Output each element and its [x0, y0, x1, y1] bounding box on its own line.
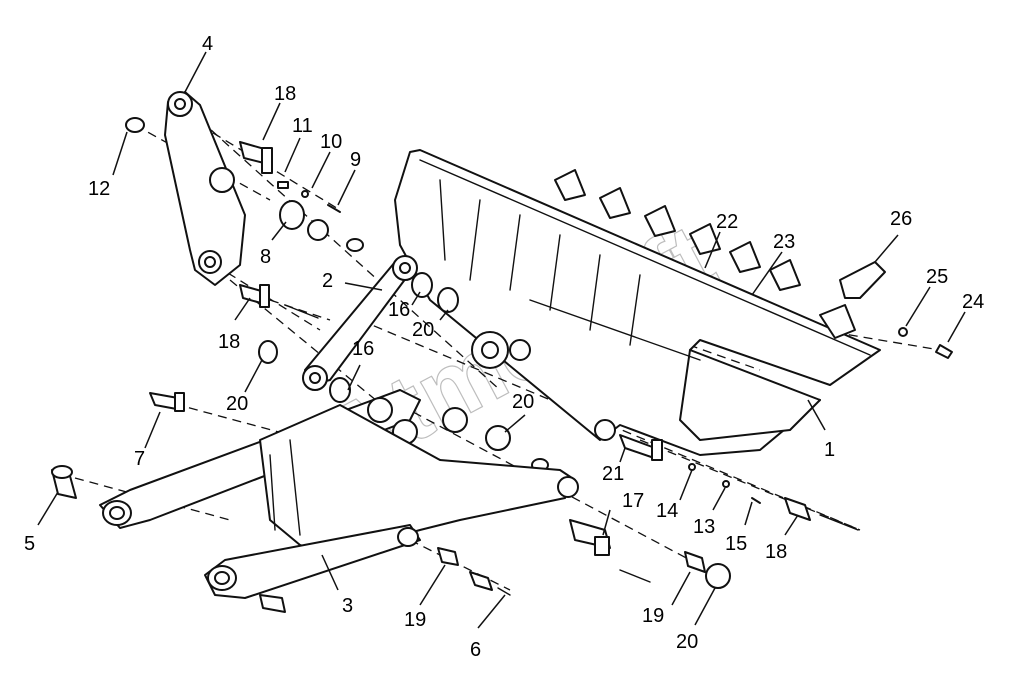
- callout-20-bottom: 20: [676, 631, 698, 653]
- retainer-part-25: [898, 327, 908, 337]
- callout-22: 22: [716, 211, 738, 233]
- washer-part-14: [688, 463, 696, 471]
- callout-18-right: 18: [765, 541, 787, 563]
- pin-part-17: [569, 519, 651, 583]
- leader-lines: [37, 51, 966, 629]
- pin-part-21: [619, 434, 761, 504]
- plate-part-11: [277, 181, 289, 189]
- callout-18-top: 18: [274, 83, 296, 105]
- callout-20-bucket: 20: [512, 391, 534, 413]
- callout-26: 26: [890, 208, 912, 230]
- callout-17: 17: [622, 490, 644, 512]
- callout-2: 2: [322, 270, 333, 292]
- pin-part-7: [149, 392, 185, 412]
- callout-9: 9: [350, 149, 361, 171]
- tooth-adapter-part-26: [839, 261, 953, 359]
- callout-12: 12: [88, 178, 110, 200]
- link-arm-part-2: [302, 238, 418, 391]
- washer-part-13: [722, 480, 730, 488]
- bushing-part-5: [51, 465, 77, 499]
- callout-16-lower: 16: [352, 338, 374, 360]
- pin-part-18-right: [784, 497, 859, 531]
- callout-5: 5: [24, 533, 35, 555]
- bushings-part-16: [329, 272, 459, 403]
- callout-18-left: 18: [218, 331, 240, 353]
- bolt-part-9: [327, 204, 341, 213]
- rings-part-20: [258, 340, 731, 589]
- callout-14: 14: [656, 500, 678, 522]
- bolt-part-15: [751, 497, 761, 504]
- tilt-link-part-4: [164, 91, 246, 286]
- callout-20-left: 20: [226, 393, 248, 415]
- bucket-part-1: [394, 149, 881, 456]
- bushing-lower: [259, 594, 286, 613]
- pin-part-18-left: [239, 284, 319, 319]
- bushings-part-19: [437, 547, 706, 596]
- callout-1: 1: [824, 439, 835, 461]
- callout-24: 24: [962, 291, 984, 313]
- callout-25: 25: [926, 266, 948, 288]
- pin-part-24: [935, 344, 953, 359]
- callout-16-upper: 16: [388, 299, 410, 321]
- callout-7: 7: [134, 448, 145, 470]
- callout-19-left: 19: [404, 609, 426, 631]
- callout-6: 6: [470, 639, 481, 661]
- callout-labels: 1 2 3 4 5 6 7 8 9 10 11 12 13 14 15 16 1…: [24, 33, 984, 661]
- callout-3: 3: [342, 595, 353, 617]
- callout-20-mid: 20: [412, 319, 434, 341]
- loader-frame-part-3: [204, 404, 579, 599]
- callout-4: 4: [202, 33, 213, 55]
- callout-8: 8: [260, 246, 271, 268]
- callout-10: 10: [320, 131, 342, 153]
- bushing-part-8: [279, 200, 329, 241]
- callout-19-right: 19: [642, 605, 664, 627]
- pin-assembly-upper: [239, 141, 341, 213]
- callout-23: 23: [773, 231, 795, 253]
- callout-21: 21: [602, 463, 624, 485]
- snap-ring-part-12: [125, 117, 145, 133]
- washer-part-10: [301, 190, 309, 198]
- callout-13: 13: [693, 516, 715, 538]
- callout-15: 15: [725, 533, 747, 555]
- callout-11: 11: [292, 115, 313, 137]
